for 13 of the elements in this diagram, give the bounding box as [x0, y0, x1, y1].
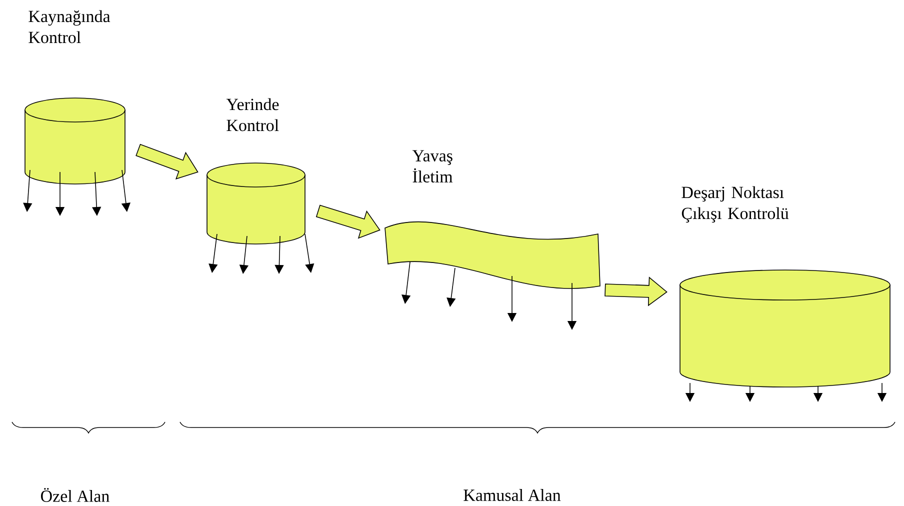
arrow — [304, 234, 314, 273]
node-heading: Kaynağında Kontrol — [28, 10, 110, 44]
arrow — [92, 172, 102, 216]
arrow — [208, 234, 218, 273]
node-heading: Yavaş İletim — [412, 150, 453, 182]
region-label: Kamusal Alan — [464, 489, 561, 501]
node-heading: Deşarj Noktası Çıkışı Kontrolü — [682, 186, 789, 223]
arrow — [23, 170, 32, 212]
arrow — [446, 268, 456, 307]
block-arrow — [604, 276, 668, 306]
region-label: Özel Alan — [41, 488, 110, 502]
arrow — [402, 262, 411, 304]
node-heading: Yerinde Kontrol — [226, 98, 279, 132]
